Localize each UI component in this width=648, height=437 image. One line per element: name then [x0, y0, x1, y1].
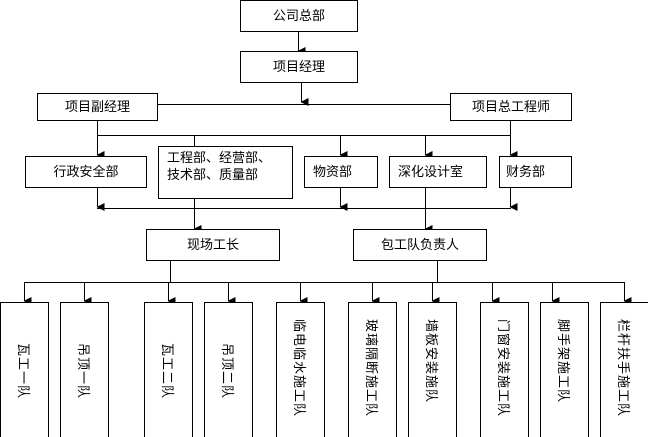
- node-label: 包工队负责人: [380, 237, 459, 253]
- team-box: 脚手架施工队: [540, 302, 589, 437]
- node-label: 公司总部: [272, 8, 325, 24]
- team-label: 栏杆扶手施工队: [615, 319, 630, 418]
- team-label: 临电临水施工队: [291, 319, 306, 418]
- node-label: 财务部: [506, 164, 546, 180]
- team-label: 脚手架施工队: [555, 319, 570, 404]
- node-label-line1: 工程部、经营部、: [167, 151, 272, 166]
- team-box: 临电临水施工队: [276, 302, 325, 437]
- team-label: 门窗安装施工队: [495, 319, 510, 418]
- node-label: 行政安全部: [53, 164, 119, 180]
- team-label: 墙板安装施队: [423, 319, 438, 404]
- node-label: 深化设计室: [398, 164, 464, 180]
- node-project-manager: 项目经理: [240, 51, 358, 83]
- team-label: 瓦工二队: [159, 343, 174, 400]
- node-finance: 财务部: [499, 156, 572, 188]
- node-label: 项目总工程师: [471, 99, 550, 115]
- team-box: 墙板安装施队: [408, 302, 457, 437]
- node-label: 物资部: [313, 164, 353, 180]
- team-box: 瓦工二队: [144, 302, 193, 437]
- node-deputy-manager: 项目副经理: [37, 93, 158, 121]
- team-label: 玻璃隔断施工队: [363, 319, 378, 418]
- team-box: 玻璃隔断施工队: [348, 302, 397, 437]
- team-label: 吊顶二队: [219, 343, 234, 400]
- node-label-line2: 技术部、质量部: [167, 168, 259, 183]
- team-box: 栏杆扶手施工队: [600, 302, 648, 437]
- team-box: 吊顶二队: [204, 302, 253, 437]
- team-box: 门窗安装施工队: [480, 302, 529, 437]
- team-box: 吊顶一队: [60, 302, 109, 437]
- team-label: 吊顶一队: [75, 343, 90, 400]
- team-label: 瓦工一队: [15, 343, 30, 400]
- node-design: 深化设计室: [389, 156, 487, 188]
- team-box: 瓦工一队: [0, 302, 49, 437]
- node-admin-safety: 行政安全部: [25, 156, 147, 188]
- node-engineering-depts: 工程部、经营部、 技术部、质量部: [158, 146, 293, 199]
- node-label: 项目经理: [272, 59, 325, 75]
- node-site-foreman: 现场工长: [146, 229, 280, 261]
- node-chief-engineer: 项目总工程师: [450, 93, 572, 121]
- node-label: 项目副经理: [64, 99, 130, 115]
- node-contractor-lead: 包工队负责人: [353, 229, 487, 261]
- node-materials: 物资部: [304, 156, 378, 188]
- node-label: 现场工长: [186, 237, 239, 253]
- node-headquarters: 公司总部: [240, 0, 358, 32]
